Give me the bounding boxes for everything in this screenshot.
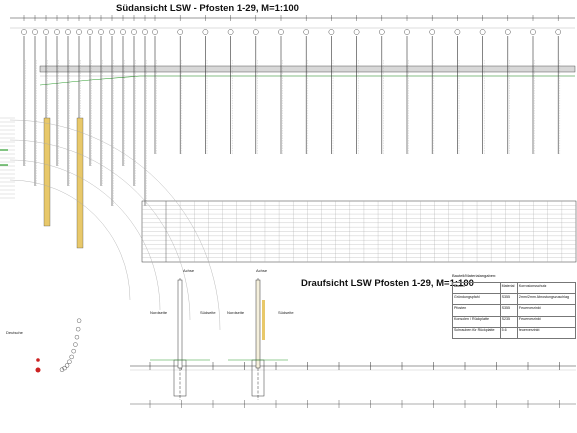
material-header-korrosion: Korrosionsschutz [516,281,577,295]
material-cell: Feuerverzinkt [516,315,577,328]
post-marker-circle [227,29,234,35]
post-marker-circle [378,29,385,35]
plan-post-circle [59,367,65,372]
plan-post-circle [73,342,78,347]
post-marker-circle [404,29,410,35]
plan-curve-arc [9,139,191,321]
post-marker-circle [142,29,148,35]
material-cell: 2mm/2mm Abrostungszuschlag [516,293,577,306]
terrain-line [39,75,575,86]
post-marker-circle [177,29,183,35]
post-marker-circle [98,29,104,35]
post-marker-circle [54,29,60,35]
gold-post-left [43,117,51,227]
post-marker-circle [21,29,27,35]
plan-post-circle [74,334,80,340]
section-post [255,279,261,369]
section-gold-panel [262,300,265,340]
material-cell: Konsolen / Rückplatte [452,315,501,328]
post-marker-circle [152,29,158,35]
post-marker-circle [87,29,93,35]
section-right-axis-label: Achse [256,268,268,273]
material-cell: Gründungspfahl [452,293,501,306]
material-header-material: Material [499,281,518,295]
material-table-row: Konsolen / Rückplatte S235 Feuerverzinkt [452,315,577,328]
post-marker-circle [65,29,71,35]
plan-title: Draufsicht LSW Pfosten 1-29, M=1:100 [301,278,474,289]
wall-top-band [39,65,576,73]
plan-post-circle [71,348,76,354]
plan-curve-arc [9,179,131,301]
material-cell: 5.6 [499,326,518,339]
cross-sections [150,278,288,400]
section-left-north-label: Nordseite [150,310,168,315]
post-marker-circle [328,29,335,35]
plan-curve-arc [9,159,161,311]
material-cell: S235 [499,315,518,328]
post-marker-circle [32,29,38,35]
plan-post-circle [69,354,74,360]
material-header-bauteil: Bauteil [452,281,501,295]
material-cell: S355 [499,304,518,317]
red-marker [35,367,41,373]
elevation-title: Südansicht LSW - Pfosten 1-29, M=1:100 [116,3,299,14]
material-table-row: Pfosten S355 Feuerverzinkt [452,304,577,317]
material-table-row: Schrauben für Rückplatte 5.6 feuerverzin… [452,326,577,339]
post-marker-circle [43,29,49,35]
post-marker-circle [303,29,310,35]
section-post [177,279,183,369]
post-marker-circle [454,29,461,35]
material-cell: Pfosten [452,304,501,317]
post-marker-circle [120,29,126,35]
post-marker-circle [530,29,536,35]
post-data-table [141,200,577,263]
section-right-north-label: Nordseite [227,310,245,315]
post-marker-circle [131,29,137,35]
section-left-south-label: Südseite [200,310,216,315]
plan-curve-arc [9,119,221,331]
material-cell: S355 [499,293,518,306]
plan-post-circle [64,363,70,368]
section-right-south-label: Südseite [278,310,294,315]
post-marker-circle [504,29,511,35]
elevation-view [0,15,576,249]
material-table-row: Gründungspfahl S355 2mm/2mm Abrostungszu… [452,293,577,306]
post-marker-circle [202,29,209,35]
section-left-axis-label: Achse [183,268,195,273]
material-cell: feuerverzinkt [516,326,577,339]
material-table-caption: Bauteil/Materialangaben: [452,273,497,278]
post-marker-circle [252,29,259,35]
left-area-label: Deutsche [6,330,23,335]
plan-view [9,119,576,408]
post-marker-circle [479,29,486,35]
post-marker-circle [109,29,115,35]
material-table-header-row: Bauteil Material Korrosionsschutz [452,281,577,295]
plan-post-circle [67,359,72,364]
post-marker-circle [555,29,562,35]
plan-post-circle [76,318,82,323]
post-marker-circle [429,29,436,35]
red-marker [36,358,40,362]
plan-post-circle [75,326,81,332]
post-marker-circle [353,29,360,35]
plan-post-circle [62,365,67,371]
material-cell: Feuerverzinkt [516,304,577,317]
gold-post-right [76,117,84,249]
post-marker-circle [278,29,284,35]
material-table: Bauteil Material Korrosionsschutz Gründu… [452,281,577,339]
material-cell: Schrauben für Rückplatte [452,326,501,339]
post-marker-circle [76,29,82,35]
